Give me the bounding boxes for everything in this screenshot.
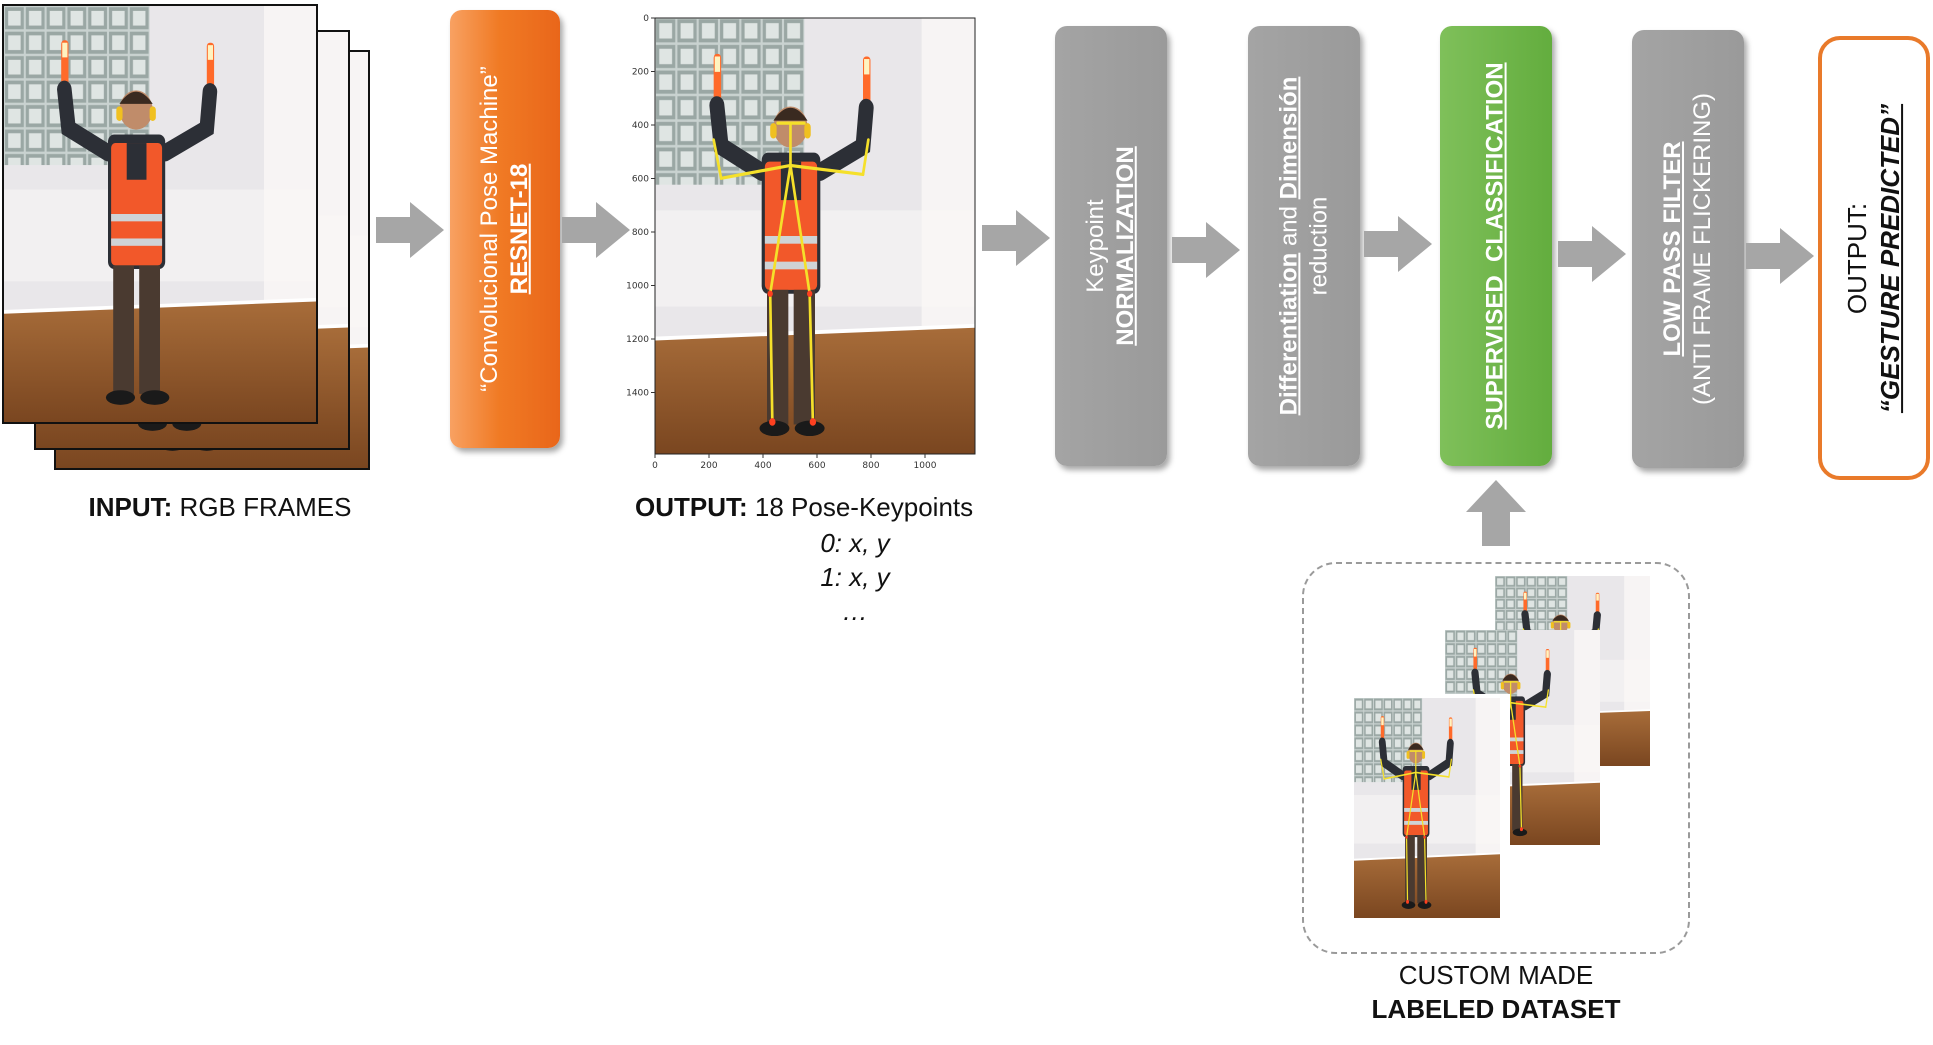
- input-photo: [4, 6, 316, 422]
- pose-y-axis: 0 200 400 600 800 1000 1200 1400: [626, 14, 655, 399]
- dataset-frame-front: [1350, 694, 1510, 934]
- y-tick-label: 400: [632, 121, 649, 131]
- pose-photo: [655, 18, 975, 454]
- x-tick-label: 200: [700, 461, 717, 471]
- normalization-line1: Keypoint: [1082, 199, 1109, 293]
- input-label-rest: RGB FRAMES: [172, 492, 352, 522]
- low-pass-filter-box: LOW PASS FILTER (ANTI FRAME FLICKERING): [1632, 30, 1744, 468]
- y-tick-label: 200: [632, 68, 649, 78]
- pose-x-axis: 0 200 400 600 800 1000: [652, 454, 937, 471]
- differentiation-box: Differentiation and Dimensión reduction: [1248, 26, 1360, 466]
- differentiation-and: and: [1275, 199, 1302, 253]
- gesture-output-label: OUTPUT:: [1842, 202, 1873, 314]
- cpm-model-name: RESNET-18: [506, 163, 533, 295]
- pose-label-bold: OUTPUT:: [635, 492, 748, 522]
- dimension-word: Dimensión: [1275, 76, 1302, 200]
- pose-caption: OUTPUT: 18 Pose-Keypoints: [620, 492, 1115, 523]
- dataset-frames: [1330, 574, 1670, 934]
- normalization-box: Keypoint NORMALIZATION: [1055, 26, 1167, 466]
- filter-line2: (ANTI FRAME FLICKERING): [1689, 92, 1717, 406]
- input-caption: INPUT: RGB FRAMES: [60, 492, 380, 523]
- y-tick-label: 600: [632, 175, 649, 185]
- keypoint-line-0: 0: x, y: [820, 528, 890, 558]
- dataset-caption: CUSTOM MADE LABELED DATASET: [1302, 958, 1690, 1026]
- dataset-container: [1302, 562, 1690, 954]
- input-label-bold: INPUT:: [88, 492, 173, 522]
- cpm-title: “Convolucional Pose Machine”: [476, 66, 503, 392]
- x-tick-label: 600: [808, 461, 825, 471]
- dataset-up-arrow: [1466, 480, 1526, 546]
- y-tick-label: 1400: [626, 389, 649, 399]
- flow-arrow-2: [562, 202, 630, 258]
- cpm-resnet-box: “Convolucional Pose Machine” RESNET-18: [450, 10, 560, 448]
- pose-label-rest: 18 Pose-Keypoints: [747, 492, 974, 522]
- y-tick-label: 1200: [626, 335, 649, 345]
- gesture-output-box: OUTPUT: “GESTURE PREDICTED”: [1818, 36, 1930, 480]
- x-tick-label: 0: [652, 461, 658, 471]
- classification-box: SUPERVISED CLASSIFICATION: [1440, 26, 1552, 466]
- flow-arrow-5: [1364, 216, 1432, 272]
- x-tick-label: 800: [862, 461, 879, 471]
- flow-arrow-4: [1172, 222, 1240, 278]
- pose-plot: 0 200 400 600 800 1000 1200 1400 0 200 400 600 800 1…: [626, 10, 982, 471]
- classification-label: SUPERVISED CLASSIFICATION: [1482, 62, 1510, 430]
- flow-arrow-1: [376, 202, 444, 258]
- y-tick-label: 1000: [626, 282, 649, 292]
- differentiation-word: Differentiation: [1275, 252, 1302, 416]
- filter-line1: LOW PASS FILTER: [1659, 141, 1687, 357]
- x-tick-label: 400: [754, 461, 771, 471]
- x-tick-label: 1000: [914, 461, 937, 471]
- y-tick-label: 800: [632, 228, 649, 238]
- input-frame-front: [2, 4, 318, 424]
- gesture-output-value: “GESTURE PREDICTED”: [1875, 103, 1905, 413]
- differentiation-line2: reduction: [1305, 196, 1332, 296]
- flow-arrow-7: [1746, 228, 1814, 284]
- dataset-caption-line1: CUSTOM MADE: [1398, 960, 1594, 990]
- keypoint-line-ellipsis: …: [842, 596, 868, 626]
- keypoint-line-1: 1: x, y: [820, 562, 890, 592]
- y-tick-label: 0: [643, 14, 649, 24]
- flow-arrow-6: [1558, 226, 1626, 282]
- normalization-line2: NORMALIZATION: [1112, 146, 1139, 346]
- dataset-caption-line2: LABELED DATASET: [1371, 994, 1621, 1024]
- flow-arrow-3: [982, 210, 1050, 266]
